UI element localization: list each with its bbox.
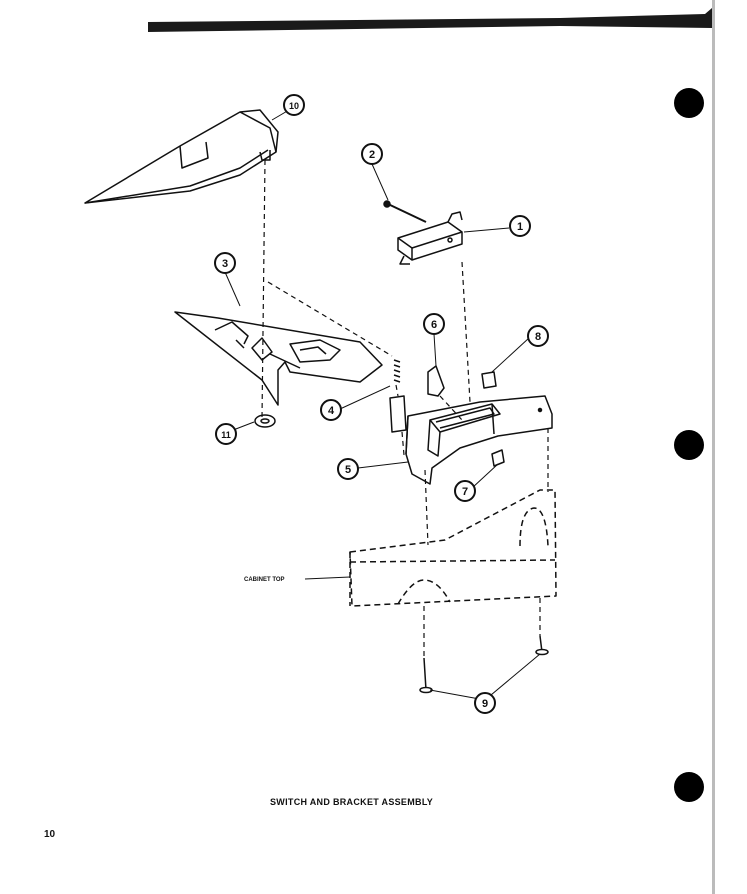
callout-label-2: 2	[369, 149, 375, 161]
callout-label-9: 9	[482, 698, 488, 710]
callout-label-7: 7	[462, 486, 468, 498]
callout-label-1: 1	[517, 221, 523, 233]
callout-label-8: 8	[535, 331, 541, 343]
cabinet-top-label: CABINET TOP	[244, 577, 285, 583]
part-4-spring	[389, 359, 407, 433]
diagram-caption: SWITCH AND BRACKET ASSEMBLY	[270, 797, 434, 807]
callout-7	[454, 480, 476, 502]
callout-label-4: 4	[328, 405, 335, 417]
punch-hole	[674, 88, 704, 118]
part-11-washer	[254, 414, 276, 428]
callouts	[214, 94, 549, 714]
part-7-clip	[491, 449, 505, 467]
part-8-clip	[481, 371, 497, 389]
callout-label-6: 6	[431, 319, 437, 331]
part-3-plate	[174, 311, 383, 406]
part-9-screws	[419, 635, 549, 694]
callout-label-11: 11	[221, 430, 231, 440]
callout-11	[215, 423, 237, 445]
callout-label-5: 5	[345, 464, 351, 476]
part-6-clip	[427, 365, 445, 397]
callout-5	[337, 458, 359, 480]
leader-lines	[224, 109, 541, 701]
callout-10	[283, 94, 305, 116]
header-bar	[148, 8, 712, 32]
callout-2	[361, 143, 383, 165]
part-1-switch	[397, 211, 463, 265]
callout-labels: 1 2 3 4 5 6 7 8 9 10 11	[221, 101, 541, 710]
callout-6	[423, 313, 445, 335]
punch-hole	[674, 772, 704, 802]
callout-3	[214, 252, 236, 274]
assembly-guides	[261, 159, 549, 656]
callout-label-3: 3	[222, 258, 228, 270]
part-10-lever	[84, 109, 279, 204]
callout-label-10: 10	[289, 101, 299, 111]
callout-8	[527, 325, 549, 347]
cabinet-top	[349, 489, 557, 607]
right-edge-line	[712, 0, 715, 894]
part-5-bracket	[405, 395, 553, 485]
part-2-screw	[383, 200, 427, 223]
callout-9	[474, 692, 496, 714]
page-number: 10	[44, 829, 56, 840]
callout-4	[320, 399, 342, 421]
callout-1	[509, 215, 531, 237]
punch-hole	[674, 430, 704, 460]
